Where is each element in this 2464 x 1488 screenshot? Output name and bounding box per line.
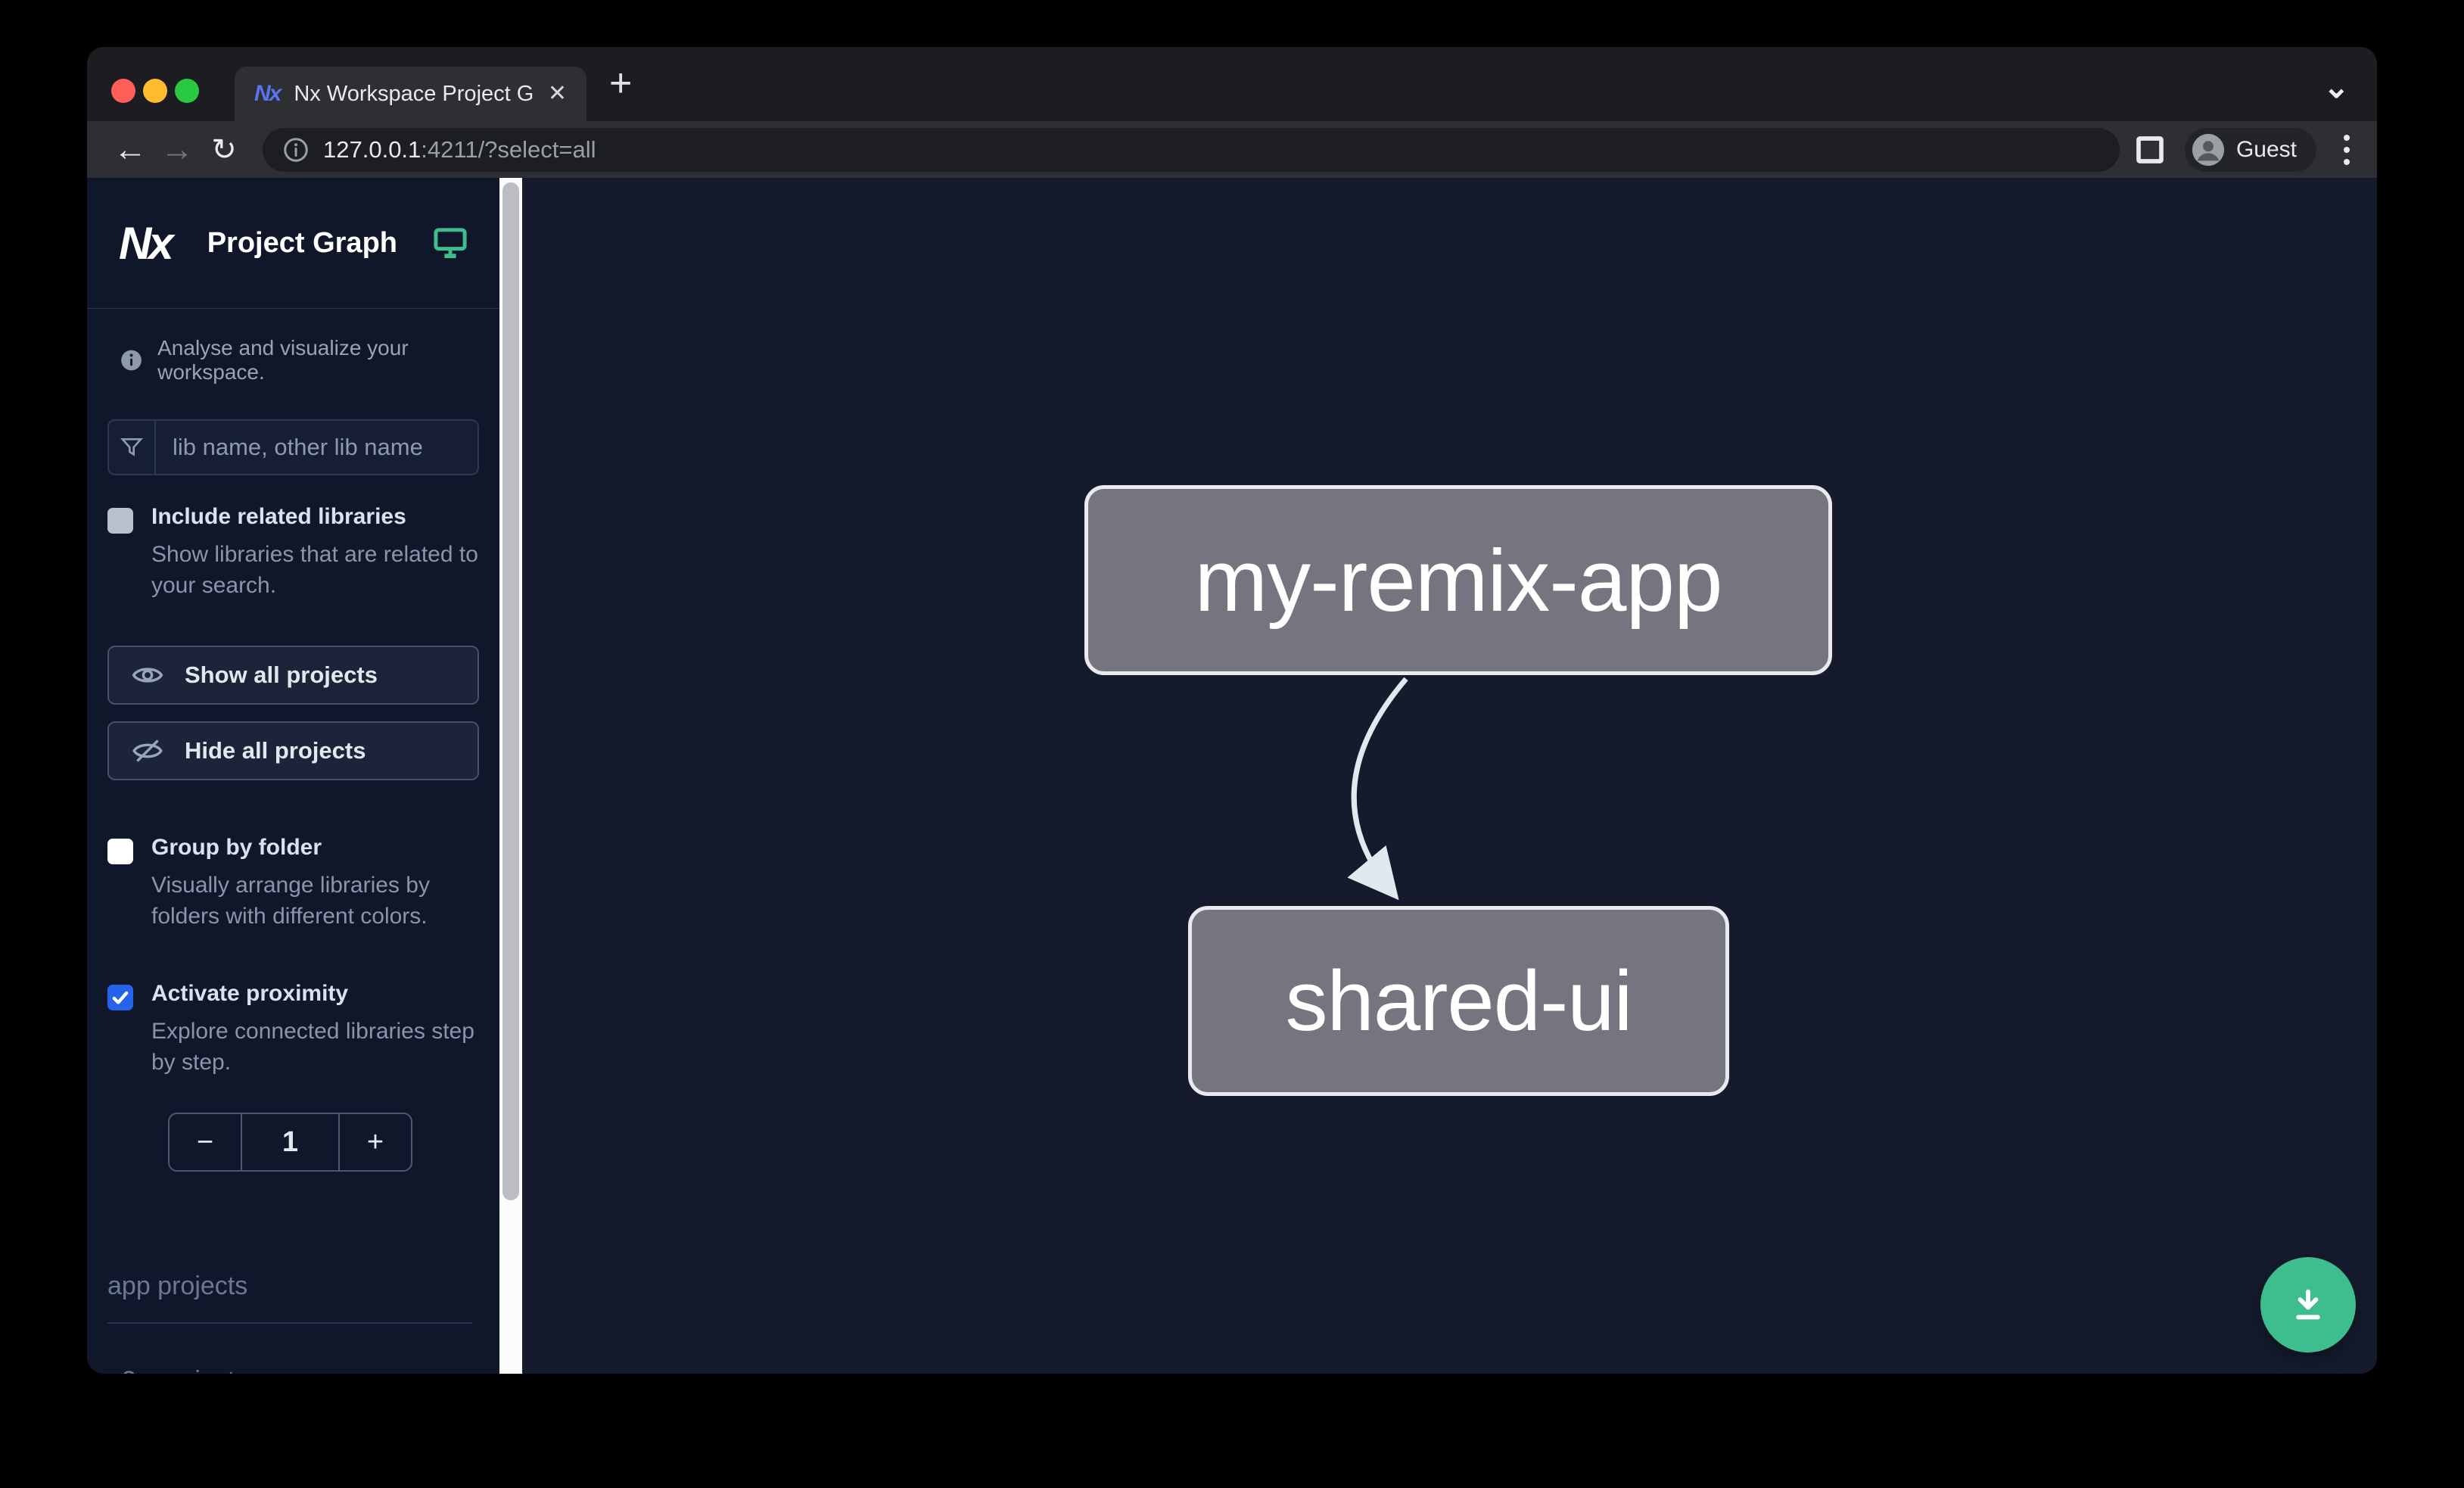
search-input[interactable] — [156, 434, 478, 461]
include-related-description: Show libraries that are related to your … — [151, 542, 478, 599]
tab-strip: Nx Nx Workspace Project Graph ✕ + ⌄ — [87, 47, 2377, 121]
proximity-increment-button[interactable]: + — [366, 1125, 384, 1158]
nx-favicon-icon: Nx — [254, 81, 282, 106]
eye-off-icon — [132, 739, 163, 762]
group-by-folder-checkbox[interactable] — [107, 838, 133, 864]
show-all-projects-label: Show all projects — [185, 661, 378, 688]
group-by-folder-option: Group by folder Visually arrange librari… — [107, 835, 479, 932]
graph-node-my-remix-app[interactable]: my-remix-app — [1084, 485, 1832, 675]
group-by-folder-description: Visually arrange libraries by folders wi… — [151, 872, 430, 929]
sidebar-scrollbar — [499, 178, 522, 1374]
sidebar-header: Nx Project Graph — [87, 178, 499, 309]
nx-logo: Nx — [119, 217, 174, 269]
section-header-e2e-projects: e2e projects — [107, 1366, 472, 1374]
node-label: my-remix-app — [1194, 531, 1723, 630]
include-related-checkbox[interactable] — [107, 508, 133, 534]
site-info-icon[interactable] — [282, 136, 310, 163]
sidebar: Nx Project Graph Analyse and visualize — [87, 178, 499, 1374]
graph-canvas[interactable]: my-remix-app shared-ui — [522, 178, 2377, 1374]
activate-proximity-label[interactable]: Activate proximity — [151, 980, 349, 1006]
url-host: 127.0.0.1 — [323, 135, 422, 163]
address-bar[interactable]: 127.0.0.1:4211/?select=all — [263, 127, 2120, 172]
sidebar-scrollbar-thumb[interactable] — [502, 182, 519, 1200]
download-icon — [2296, 1289, 2320, 1320]
browser-menu-button[interactable] — [2336, 134, 2357, 165]
activate-proximity-description: Explore connected libraries step by step… — [151, 1018, 474, 1075]
reload-button[interactable]: ↻ — [211, 132, 237, 167]
url-path: :4211/?select=all — [421, 135, 596, 163]
side-panel-icon[interactable] — [2135, 135, 2165, 165]
hide-all-projects-button[interactable]: Hide all projects — [107, 721, 479, 780]
filter-icon — [109, 421, 156, 474]
close-window-button[interactable] — [111, 79, 135, 103]
back-button[interactable]: ← — [114, 130, 147, 168]
proximity-value: 1 — [241, 1114, 340, 1171]
eye-icon — [132, 668, 163, 683]
download-graph-button[interactable] — [2260, 1257, 2356, 1353]
proximity-decrement-button[interactable]: − — [196, 1125, 214, 1158]
section-header-app-projects: app projects — [107, 1272, 472, 1325]
search-box — [107, 419, 479, 475]
browser-tab[interactable]: Nx Nx Workspace Project Graph ✕ — [235, 67, 586, 121]
new-tab-button[interactable]: + — [609, 61, 633, 105]
activate-proximity-checkbox[interactable] — [107, 984, 133, 1010]
tagline-text: Analyse and visualize your workspace. — [157, 336, 409, 384]
toolbar-right: Guest — [2135, 127, 2357, 172]
checkmark-icon — [112, 991, 129, 1004]
minimize-window-button[interactable] — [143, 79, 167, 103]
tab-search-chevron-icon[interactable]: ⌄ — [2322, 69, 2350, 104]
proximity-stepper: − 1 + — [168, 1113, 412, 1172]
include-related-label[interactable]: Include related libraries — [151, 504, 406, 529]
close-tab-icon[interactable]: ✕ — [547, 81, 567, 106]
show-all-projects-button[interactable]: Show all projects — [107, 645, 479, 705]
profile-button[interactable]: Guest — [2184, 127, 2316, 172]
include-related-option: Include related libraries Show libraries… — [107, 504, 479, 602]
page-content: Nx Project Graph Analyse and visualize — [87, 178, 2377, 1374]
url-text: 127.0.0.1:4211/?select=all — [323, 136, 596, 163]
tab-title: Nx Workspace Project Graph — [294, 81, 534, 106]
avatar-icon — [2192, 133, 2225, 166]
graph-node-shared-ui[interactable]: shared-ui — [1188, 906, 1729, 1096]
browser-window: Nx Nx Workspace Project Graph ✕ + ⌄ ← → … — [87, 47, 2377, 1374]
theme-system-icon[interactable] — [433, 227, 468, 259]
dependency-edge — [1347, 677, 1408, 901]
info-icon — [121, 350, 142, 371]
page-title: Project Graph — [207, 226, 397, 259]
activate-proximity-option: Activate proximity Explore connected lib… — [107, 981, 479, 1079]
zoom-window-button[interactable] — [175, 79, 199, 103]
window-controls — [111, 79, 199, 103]
browser-toolbar: ← → ↻ 127.0.0.1:4211/?select=all — [87, 121, 2377, 178]
forward-button[interactable]: → — [160, 130, 194, 168]
tagline-row: Analyse and visualize your workspace. — [87, 309, 499, 384]
hide-all-projects-label: Hide all projects — [185, 736, 366, 764]
profile-label: Guest — [2235, 136, 2297, 162]
group-by-folder-label[interactable]: Group by folder — [151, 834, 322, 860]
node-label: shared-ui — [1285, 954, 1633, 1048]
